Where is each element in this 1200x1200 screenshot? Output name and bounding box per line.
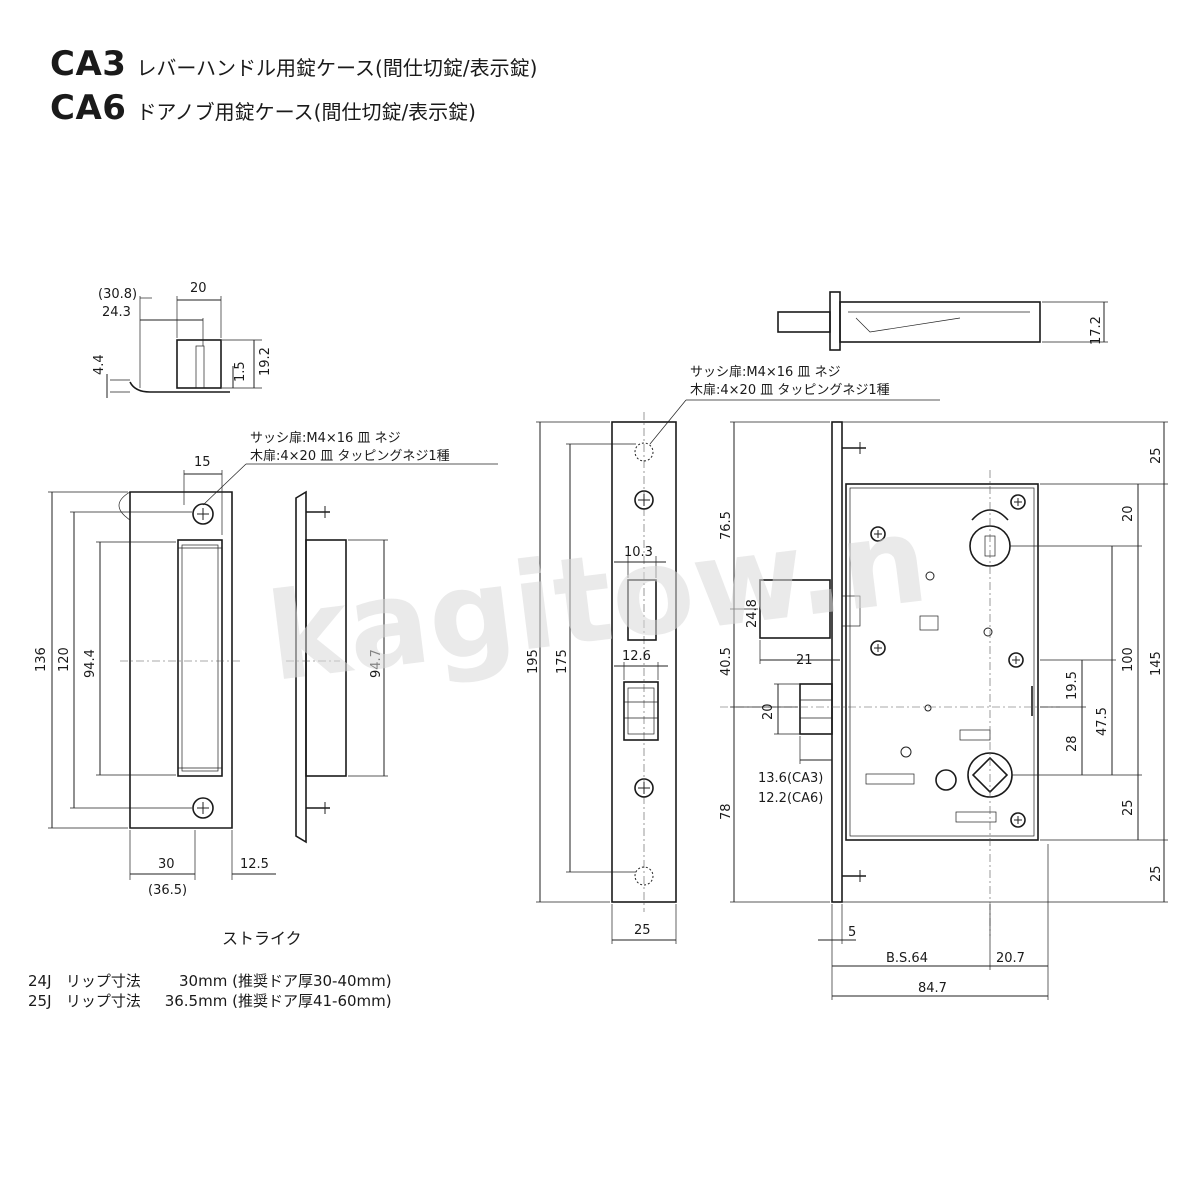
strike-section-view (286, 490, 388, 844)
strike-screw-note-wood: 木扉:4×20 皿 タッピングネジ1種 (250, 448, 450, 464)
dim-case-r25c: 25 (1149, 865, 1164, 882)
lip-value: 36.5mm (164, 992, 228, 1010)
model-code-ca6: CA6 (50, 88, 127, 128)
dim-case-r25b: 25 (1121, 799, 1136, 816)
dim-case-20: 20 (761, 703, 776, 720)
lip-note: (推奨ドア厚30-40mm) (232, 972, 392, 990)
lock-front-plate (536, 412, 677, 944)
dim-strike-side-44: 4.4 (92, 354, 107, 375)
dim-case-765: 76.5 (719, 511, 734, 540)
dim-case-r20: 20 (1121, 505, 1136, 522)
dim-case-r195: 19.5 (1065, 671, 1080, 700)
dim-case-78: 78 (719, 803, 734, 820)
dim-case-r25a: 25 (1149, 447, 1164, 464)
lip-label: リップ寸法 (65, 972, 141, 990)
lock-case-body (720, 421, 1168, 1000)
strike-side-profile (106, 296, 262, 398)
dim-case-bs64: B.S.64 (886, 951, 928, 966)
dim-strike-h944: 94.4 (83, 649, 98, 678)
lip-code: 25J (28, 992, 52, 1010)
dim-case-b207: 20.7 (996, 951, 1025, 966)
title-line-ca3: CA3 レバーハンドル用錠ケース(間仕切錠/表示錠) (50, 44, 537, 84)
dim-case-122: 12.2(CA6) (758, 791, 823, 806)
dim-strike-w15: 15 (194, 455, 211, 470)
dim-case-21: 21 (796, 653, 813, 668)
plate-screw-note-wood: 木扉:4×20 皿 タッピングネジ1種 (690, 382, 890, 398)
dim-case-r28: 28 (1065, 735, 1080, 752)
lip-row-24j: 24J リップ寸法 30mm (推奨ドア厚30-40mm) (28, 970, 392, 991)
dim-case-r475: 47.5 (1095, 707, 1110, 736)
lip-label: リップ寸法 (65, 992, 141, 1010)
dim-strike-side-15: 1.5 (233, 361, 248, 382)
lip-row-25j: 25J リップ寸法 36.5mm (推奨ドア厚41-60mm) (28, 990, 392, 1011)
dim-strike-h136: 136 (34, 647, 49, 672)
model-code-ca3: CA3 (50, 44, 127, 84)
dim-strike-w365: (36.5) (148, 883, 187, 898)
dim-case-r145: 145 (1149, 651, 1164, 676)
lock-case-top-view (777, 291, 1108, 351)
dim-case-b847: 84.7 (918, 981, 947, 996)
plate-screw-note-sash: サッシ扉:M4×16 皿 ネジ (690, 364, 841, 380)
dim-strike-top-243: 24.3 (102, 305, 131, 320)
dim-strike-w125: 12.5 (240, 857, 269, 872)
strike-screw-note-sash: サッシ扉:M4×16 皿 ネジ (250, 430, 401, 446)
dim-case-top172: 17.2 (1089, 316, 1104, 345)
dim-case-405: 40.5 (719, 647, 734, 676)
dim-case-248: 24.8 (745, 599, 760, 628)
dim-strike-h120: 120 (57, 647, 72, 672)
model-desc-ca6: ドアノブ用錠ケース(間仕切錠/表示錠) (136, 100, 476, 124)
model-desc-ca3: レバーハンドル用錠ケース(間仕切錠/表示錠) (136, 56, 538, 80)
watermark-text: kagitow.n (261, 490, 935, 709)
lip-value: 30mm (179, 972, 228, 990)
dim-strike-top-20: 20 (190, 281, 207, 296)
dim-strike-w30: 30 (158, 857, 175, 872)
title-line-ca6: CA6 ドアノブ用錠ケース(間仕切錠/表示錠) (50, 88, 476, 128)
dim-plate-w103: 10.3 (624, 545, 653, 560)
dim-plate-w126: 12.6 (622, 649, 651, 664)
lip-note: (推奨ドア厚41-60mm) (232, 992, 392, 1010)
dim-plate-h175: 175 (555, 649, 570, 674)
dim-strike-side-192: 19.2 (258, 347, 273, 376)
strike-caption: ストライク (222, 929, 302, 948)
dim-strike-h947: 94.7 (369, 649, 384, 678)
dim-case-r100: 100 (1121, 647, 1136, 672)
dim-strike-top-308: (30.8) (98, 287, 137, 302)
dim-plate-h195: 195 (526, 649, 541, 674)
dim-plate-w25: 25 (634, 923, 651, 938)
dim-case-136: 13.6(CA3) (758, 771, 823, 786)
lip-code: 24J (28, 972, 52, 990)
strike-front-plate (48, 470, 276, 880)
dim-case-b5: 5 (848, 925, 856, 940)
